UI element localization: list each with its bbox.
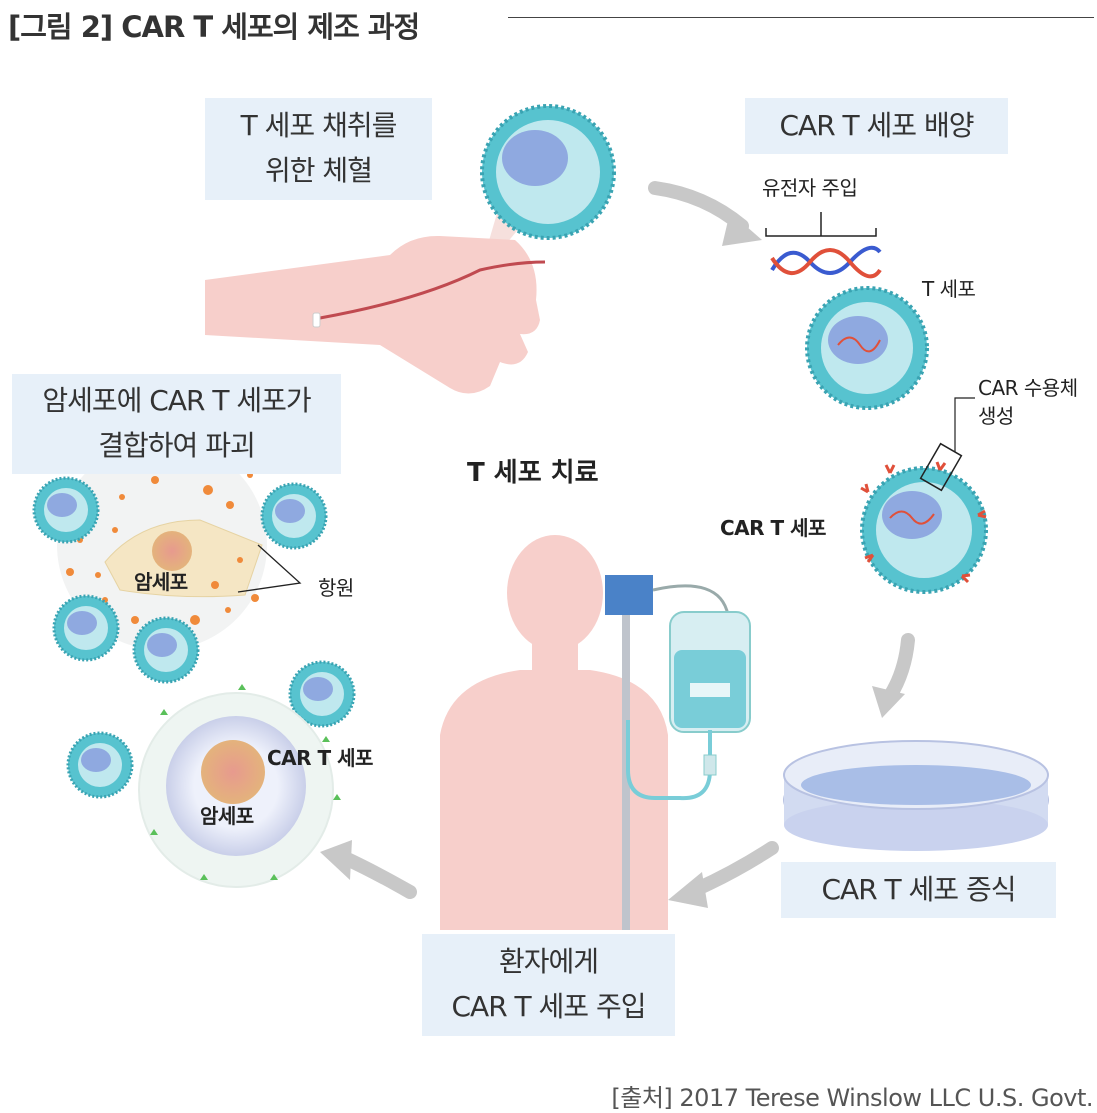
car-t-cell-right-label: CAR T 세포 [720,516,826,540]
step-binding-line2: 결합하여 파괴 [98,429,255,462]
cancer-cell-bottom-label: 암세포 [200,804,254,828]
step-infusion-box: 환자에게 CAR T 세포 주입 [422,934,675,1036]
gene-insertion-label: 유전자 주입 [762,176,858,200]
cancer-cell-top-label: 암세포 [134,570,188,594]
petri-dish [783,740,1049,851]
human-body [440,535,668,930]
step-blood-draw-line1: T 세포 채취를 [240,109,398,143]
car-t-cell-bottom-label: CAR T 세포 [267,746,373,770]
title-rule [508,17,1094,18]
figure-title: [그림 2] CAR T 세포의 제조 과정 [8,10,420,44]
car-t-cell-small-4 [132,616,200,684]
source-credit: [출처] 2017 Terese Winslow LLC U.S. Govt. [611,1084,1093,1112]
t-cell-label: T 세포 [922,277,976,301]
antigen-pointer [237,544,302,593]
cancer-cell-top [57,440,267,650]
step-expansion-label: CAR T 세포 증식 [821,872,1016,906]
car-t-cell-small-6 [66,731,134,799]
car-receptor-label-line1: CAR 수용체 [978,376,1078,400]
step-culture-box: CAR T 세포 배양 [745,98,1008,154]
arrow-to-binding [320,840,417,899]
antigen-label: 항원 [318,576,354,600]
step-culture-label: CAR T 세포 배양 [779,108,974,142]
step-blood-draw-box: T 세포 채취를 위한 체혈 [205,98,432,200]
step-binding-box: 암세포에 CAR T 세포가 결합하여 파괴 [12,374,341,474]
step-infusion-line2: CAR T 세포 주입 [451,990,646,1023]
center-label: T 세포 치료 [467,458,599,488]
step-binding-line1: 암세포에 CAR T 세포가 [42,384,311,418]
car-t-cell-small-5 [288,660,356,728]
dna-helix [765,212,882,279]
step-blood-draw-line2: 위한 체혈 [265,154,373,187]
arrow-to-culture [648,181,762,246]
step-infusion-line1: 환자에게 [498,945,599,979]
arrow-to-infusion [668,841,779,908]
t-cell-with-dna [805,286,929,410]
car-t-cell-small-2 [260,482,328,550]
car-t-cell-right [860,397,988,594]
car-receptor-label-line2: 생성 [978,404,1014,428]
cancer-cell-bottom [138,684,341,888]
car-t-cell-small-3 [52,594,120,662]
arm-illustration [205,235,546,394]
step-expansion-box: CAR T 세포 증식 [781,862,1056,918]
iv-bag [605,575,751,930]
car-t-cell-small-1 [32,476,100,544]
t-cell-top [480,104,616,240]
arrow-to-expansion [872,633,915,718]
